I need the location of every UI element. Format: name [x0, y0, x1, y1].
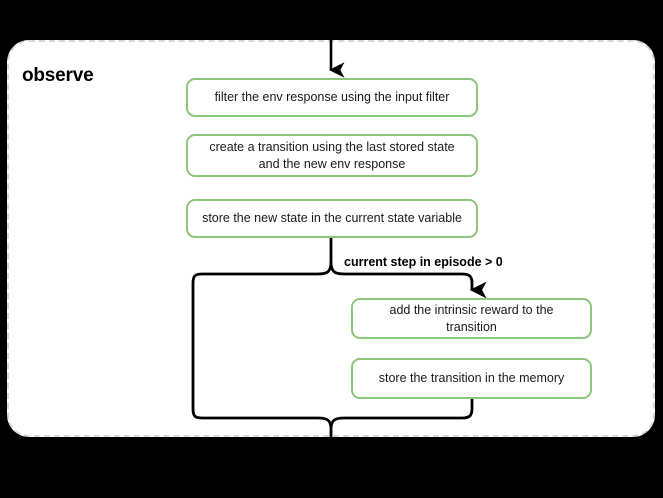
group-title: observe — [22, 65, 94, 86]
node-add-intrinsic-reward[interactable]: add the intrinsic reward to the transiti… — [351, 298, 592, 339]
node-filter-env-response[interactable]: filter the env response using the input … — [186, 78, 478, 117]
node-store-transition-memory[interactable]: store the transition in the memory — [351, 358, 592, 399]
branch-condition-label: current step in episode > 0 — [344, 255, 503, 269]
node-store-new-state[interactable]: store the new state in the current state… — [186, 199, 478, 238]
node-create-transition[interactable]: create a transition using the last store… — [186, 134, 478, 177]
